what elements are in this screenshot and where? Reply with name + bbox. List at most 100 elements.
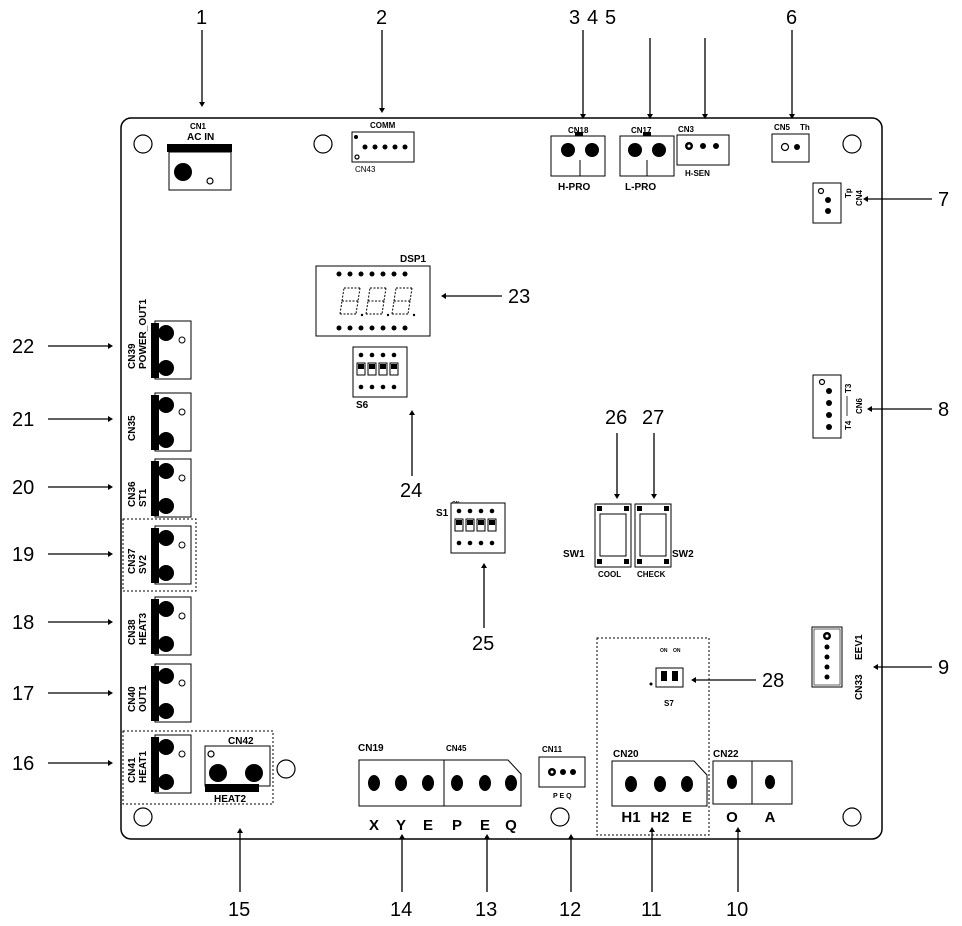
pcb-board xyxy=(120,117,883,840)
cn19-label: CN19 xyxy=(358,743,384,754)
heat2-label: HEAT2 xyxy=(214,794,246,805)
terminal-letter: E xyxy=(423,817,433,834)
terminal-letter: X xyxy=(369,817,379,834)
cn41-label: CN41 xyxy=(127,757,138,783)
cn5-label: CN5 xyxy=(774,123,791,132)
sw1-label: SW1 xyxy=(563,549,585,560)
jumper-s7: ON ON S7 xyxy=(649,648,684,708)
mounting-hole xyxy=(842,134,862,154)
callout-20: 20 xyxy=(12,477,34,499)
cn36-label: CN36 xyxy=(127,481,138,507)
cn20-label: CN20 xyxy=(613,749,639,760)
callout-18: 18 xyxy=(12,612,34,634)
cn6-label: CN6 xyxy=(855,397,864,414)
connector-cn33-eev1: CN33 EEV1 xyxy=(811,626,865,700)
tp-label: Tp xyxy=(844,188,853,198)
peq-label: P E Q xyxy=(553,793,572,800)
dip-switch-s1: S1 ON xyxy=(436,501,506,554)
push-button-sw1: SW1 COOL xyxy=(563,503,632,579)
callout-5: 5 xyxy=(605,7,616,29)
cn17-label: CN17 xyxy=(631,126,652,135)
callout-2: 2 xyxy=(376,7,387,29)
cn37-label: CN37 xyxy=(127,548,138,574)
callout-16: 16 xyxy=(12,753,34,775)
s6-label: S6 xyxy=(356,400,369,411)
callout-1: 1 xyxy=(196,7,207,29)
connector-cn18-h-pro: CN18 H-PRO xyxy=(550,126,606,193)
connector-cn11: CN11 P E Q xyxy=(538,745,586,800)
comm-label: COMM xyxy=(370,121,396,130)
dip-switch-s6: ON S6 xyxy=(352,346,408,411)
display-dsp1: DSP1 xyxy=(315,254,431,337)
terminal-letter: E xyxy=(480,817,490,834)
cn45-label: CN45 xyxy=(446,744,467,753)
sw2-label: SW2 xyxy=(672,549,694,560)
callout-13: 13 xyxy=(475,899,497,921)
out1-label: OUT1 xyxy=(138,685,149,712)
connector-cn5-th: CN5 Th xyxy=(771,123,810,163)
callout-23: 23 xyxy=(508,286,530,308)
callout-19: 19 xyxy=(12,544,34,566)
s7-label: S7 xyxy=(664,699,674,708)
callout-3: 3 xyxy=(569,7,580,29)
callout-9: 9 xyxy=(938,657,949,679)
callout-14: 14 xyxy=(390,899,412,921)
mounting-hole xyxy=(842,807,862,827)
h-pro-label: H-PRO xyxy=(558,182,590,193)
callout-28: 28 xyxy=(762,670,784,692)
callout-6: 6 xyxy=(786,7,797,29)
cn18-label: CN18 xyxy=(568,126,589,135)
check-label: CHECK xyxy=(637,570,666,579)
power-out1-label: POWER_OUT1 xyxy=(138,299,149,369)
cn42-label: CN42 xyxy=(228,736,254,747)
l-pro-label: L-PRO xyxy=(625,182,656,193)
callout-15: 15 xyxy=(228,899,250,921)
heat-outline xyxy=(122,730,274,805)
connector-cn42-heat2: CN42 HEAT2 xyxy=(204,736,271,805)
terminal-letter: H1 xyxy=(621,809,640,826)
callout-27: 27 xyxy=(642,407,664,429)
mounting-hole xyxy=(133,134,153,154)
cn4-label: CN4 xyxy=(855,189,864,206)
cn33-label: CN33 xyxy=(854,674,865,700)
cn40-label: CN40 xyxy=(127,686,138,712)
cn37-outline xyxy=(122,518,197,592)
leader-lines xyxy=(48,30,932,892)
svg-text:ON: ON xyxy=(660,648,668,654)
st1-label: ST1 xyxy=(138,488,149,507)
callout-7: 7 xyxy=(938,189,949,211)
cn35-label: CN35 xyxy=(127,415,138,441)
cn38-label: CN38 xyxy=(127,619,138,645)
terminal-letter: Y xyxy=(396,817,406,834)
s1-label: S1 xyxy=(436,508,449,519)
callout-17: 17 xyxy=(12,683,34,705)
cool-label: COOL xyxy=(598,570,621,579)
cn22-label: CN22 xyxy=(713,749,739,760)
callout-10: 10 xyxy=(726,899,748,921)
callout-12: 12 xyxy=(559,899,581,921)
mounting-hole xyxy=(133,807,153,827)
ac-in-label: AC IN xyxy=(187,132,214,143)
terminal-letter: H2 xyxy=(650,809,669,826)
connector-cn17-l-pro: CN17 L-PRO xyxy=(619,126,675,193)
connector-cn3-h-sen: CN3 H-SEN xyxy=(676,125,730,178)
sv2-label: SV2 xyxy=(138,555,149,574)
callout-8: 8 xyxy=(938,399,949,421)
t4-label: T4 xyxy=(844,420,853,430)
push-button-sw2: SW2 CHECK xyxy=(634,503,694,579)
connector-cn4-tp: Tp CN4 xyxy=(812,182,864,224)
mounting-hole xyxy=(550,807,570,827)
callout-numbers: 1 2 3 4 5 6 7 8 9 10 11 12 13 14 15 16 1… xyxy=(12,7,949,921)
cn39-label: CN39 xyxy=(127,343,138,369)
eev1-label: EEV1 xyxy=(854,634,865,660)
cn43-label: CN43 xyxy=(355,165,376,174)
connector-cn43-comm: COMM CN43 xyxy=(351,121,415,174)
